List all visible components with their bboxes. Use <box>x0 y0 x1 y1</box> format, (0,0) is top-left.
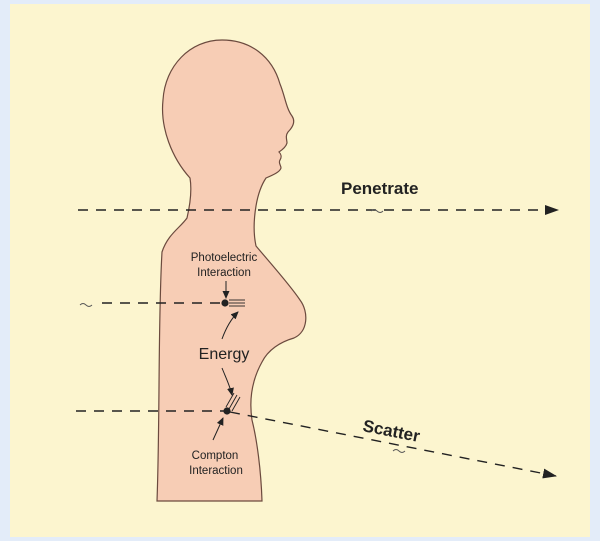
photoelectric-label-line2: Interaction <box>197 267 251 279</box>
energy-label: Energy <box>199 346 250 363</box>
photoelectric-tilde <box>80 304 92 307</box>
penetrate-tilde <box>371 210 383 213</box>
photoelectric-interaction-point <box>221 299 228 306</box>
compton-label-line2: Interaction <box>189 465 243 477</box>
photoelectric-label-line1: Photoelectric <box>191 252 258 264</box>
penetrate-label: Penetrate <box>341 179 418 198</box>
scatter-label: Scatter <box>361 416 422 446</box>
compton-label-line1: Compton <box>192 450 239 462</box>
scatter-tilde <box>393 450 405 453</box>
